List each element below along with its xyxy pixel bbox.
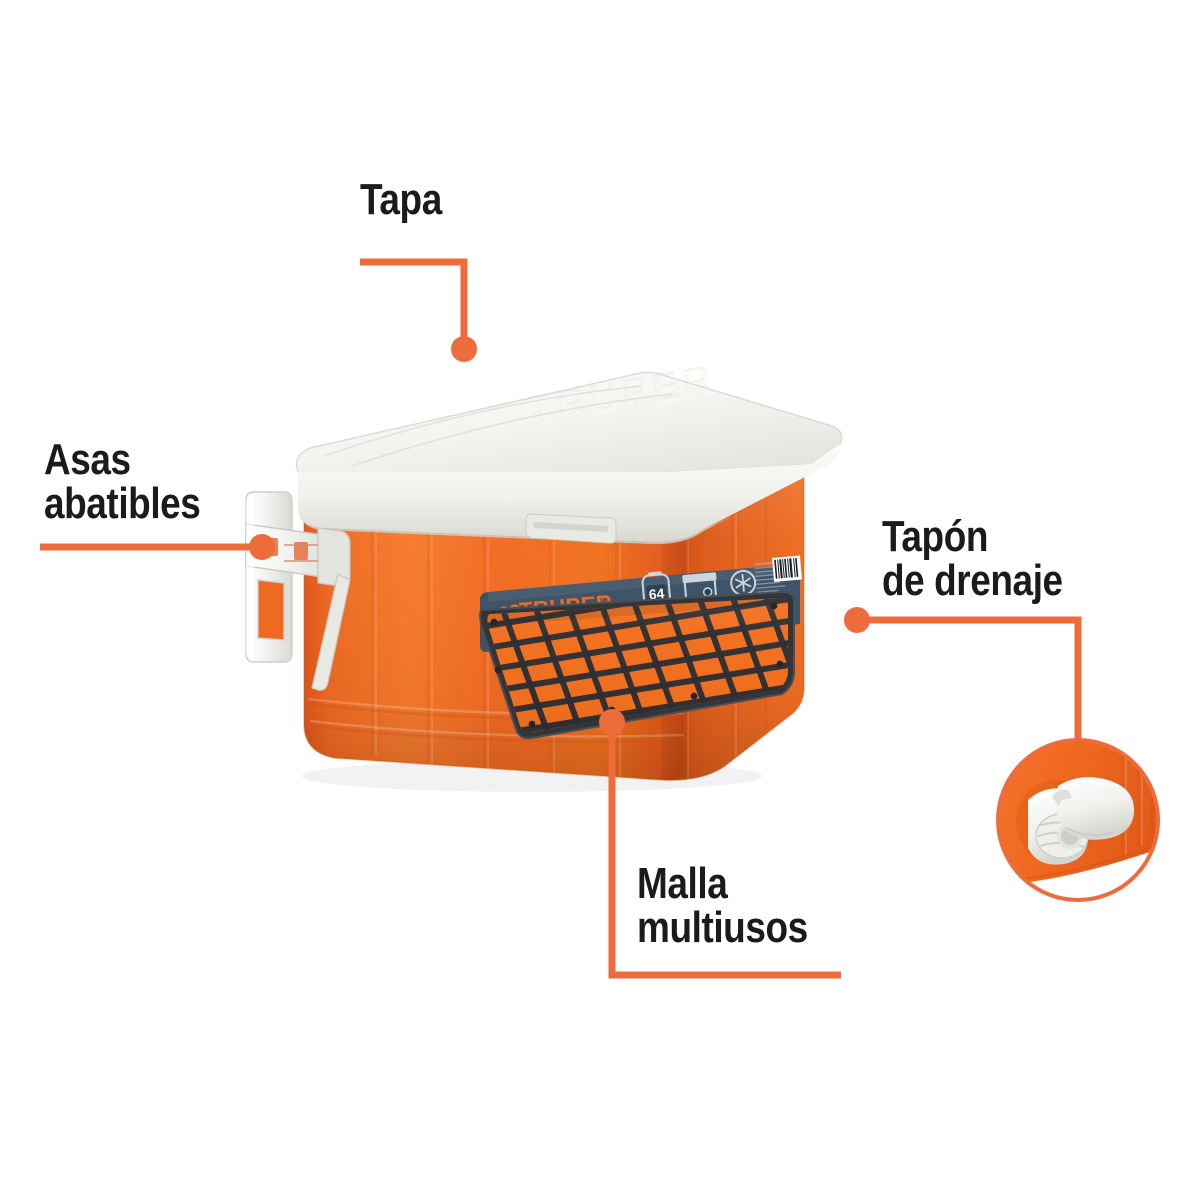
callout-label-tapa: Tapa bbox=[360, 175, 442, 224]
svg-text:®: ® bbox=[599, 597, 606, 606]
callout-label-malla: Malla multiusos bbox=[637, 859, 808, 952]
cooler-svg: TRUPER TRUPER bbox=[245, 357, 843, 792]
drain-plug-inset bbox=[994, 736, 1162, 904]
lid-latch bbox=[525, 513, 617, 544]
callout-label-asas: Asas abatibles bbox=[44, 435, 201, 528]
barcode-icon bbox=[772, 555, 802, 582]
callout-line-tapa bbox=[360, 258, 468, 344]
cooler-product-image: TRUPER TRUPER bbox=[232, 352, 852, 802]
cooler-icon bbox=[682, 572, 718, 603]
callout-line-tapon bbox=[861, 616, 1082, 740]
svg-text:64: 64 bbox=[648, 585, 665, 602]
drain-plug-inset-svg bbox=[996, 738, 1160, 902]
drain-cap bbox=[1052, 777, 1134, 840]
callout-label-tapon: Tapón de drenaje bbox=[882, 512, 1063, 605]
cooler-lid: TRUPER TRUPER bbox=[295, 357, 843, 545]
